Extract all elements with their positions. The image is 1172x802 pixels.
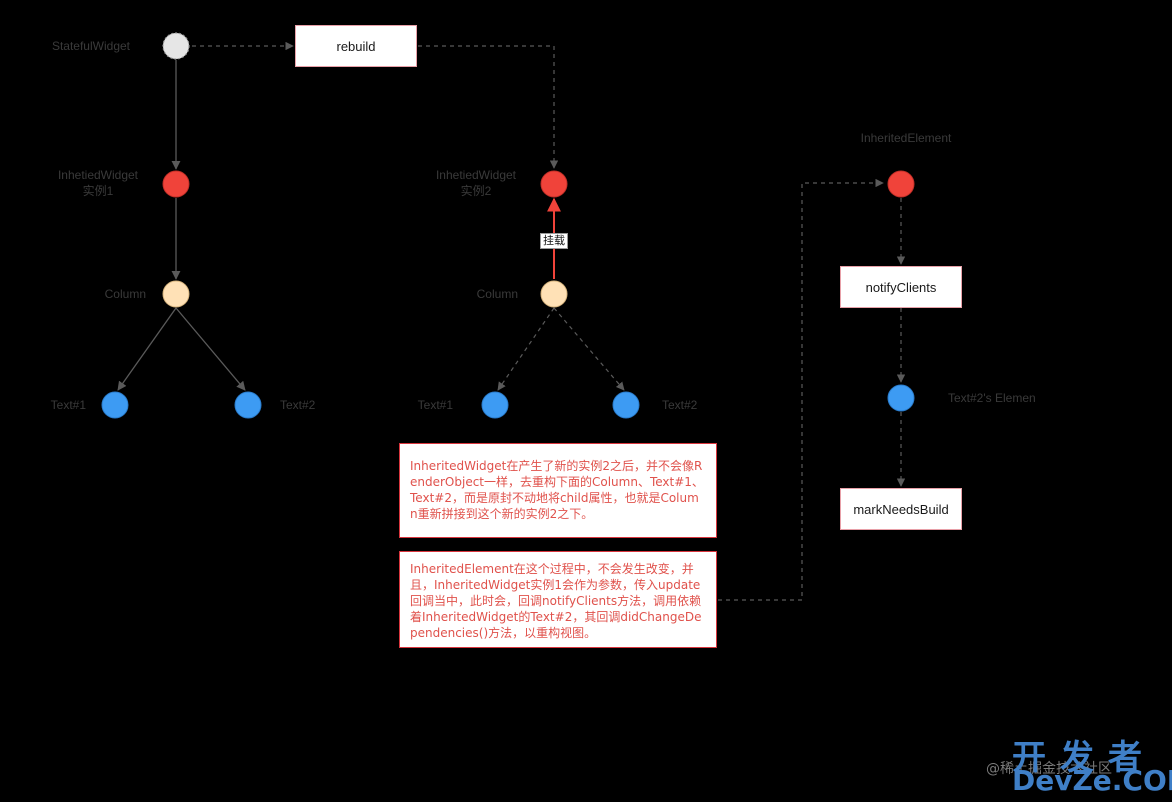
column-2-node	[540, 280, 568, 308]
edge-column2-to-text1	[497, 307, 555, 391]
text1-b-node	[481, 391, 509, 419]
label-inherited-widget-1-line2: 实例1	[83, 183, 114, 198]
watermark-site: DevZe.COM	[1012, 764, 1172, 797]
text1-a-node	[101, 391, 129, 419]
text2-a-node	[234, 391, 262, 419]
watermark-author: @稀土掘金技术社区	[986, 761, 1112, 777]
inherited-widget-2-node	[540, 170, 568, 198]
edge-note-to-inherited-element	[718, 178, 884, 601]
label-column-2: Column	[477, 287, 518, 301]
label-inherited-widget-2-line1: InhetiedWidget	[436, 168, 517, 182]
label-text1-a: Text#1	[51, 398, 87, 412]
notify-clients-box: notifyClients	[840, 266, 962, 308]
label-stateful-widget: StatefulWidget	[52, 39, 131, 53]
rebuild-box: rebuild	[295, 25, 417, 67]
mount-edge-label: 挂载	[540, 233, 568, 249]
label-text1-b: Text#1	[418, 398, 454, 412]
edge-rebuild-to-inherited2	[418, 45, 559, 169]
edge-column2-to-text2	[553, 307, 625, 391]
stateful-widget-node	[162, 32, 190, 60]
label-inherited-element: InheritedElement	[861, 131, 952, 145]
inherited-element-node	[887, 170, 915, 198]
label-text2-b: Text#2	[662, 398, 698, 412]
inherited-widget-1-node	[162, 170, 190, 198]
label-text2-element: Text#2's Elemen	[948, 391, 1036, 405]
text2-element-node	[887, 384, 915, 412]
note-inherited-element-update: InheritedElement在这个过程中，不会发生改变，并且，Inherit…	[399, 551, 717, 648]
label-text2-a: Text#2	[280, 398, 316, 412]
label-inherited-widget-1-line1: InhetiedWidget	[58, 168, 139, 182]
label-column-1: Column	[105, 287, 146, 301]
watermark-brand: 开发者	[1012, 738, 1156, 778]
note-inherited-widget-rebuild: InheritedWidget在产生了新的实例2之后，并不会像RenderObj…	[399, 443, 717, 538]
column-1-node	[162, 280, 190, 308]
edge-column1-to-text2	[175, 307, 246, 391]
mark-needs-build-box: markNeedsBuild	[840, 488, 962, 530]
edge-column1-to-text1	[117, 307, 177, 391]
text2-b-node	[612, 391, 640, 419]
label-inherited-widget-2-line2: 实例2	[461, 183, 492, 198]
